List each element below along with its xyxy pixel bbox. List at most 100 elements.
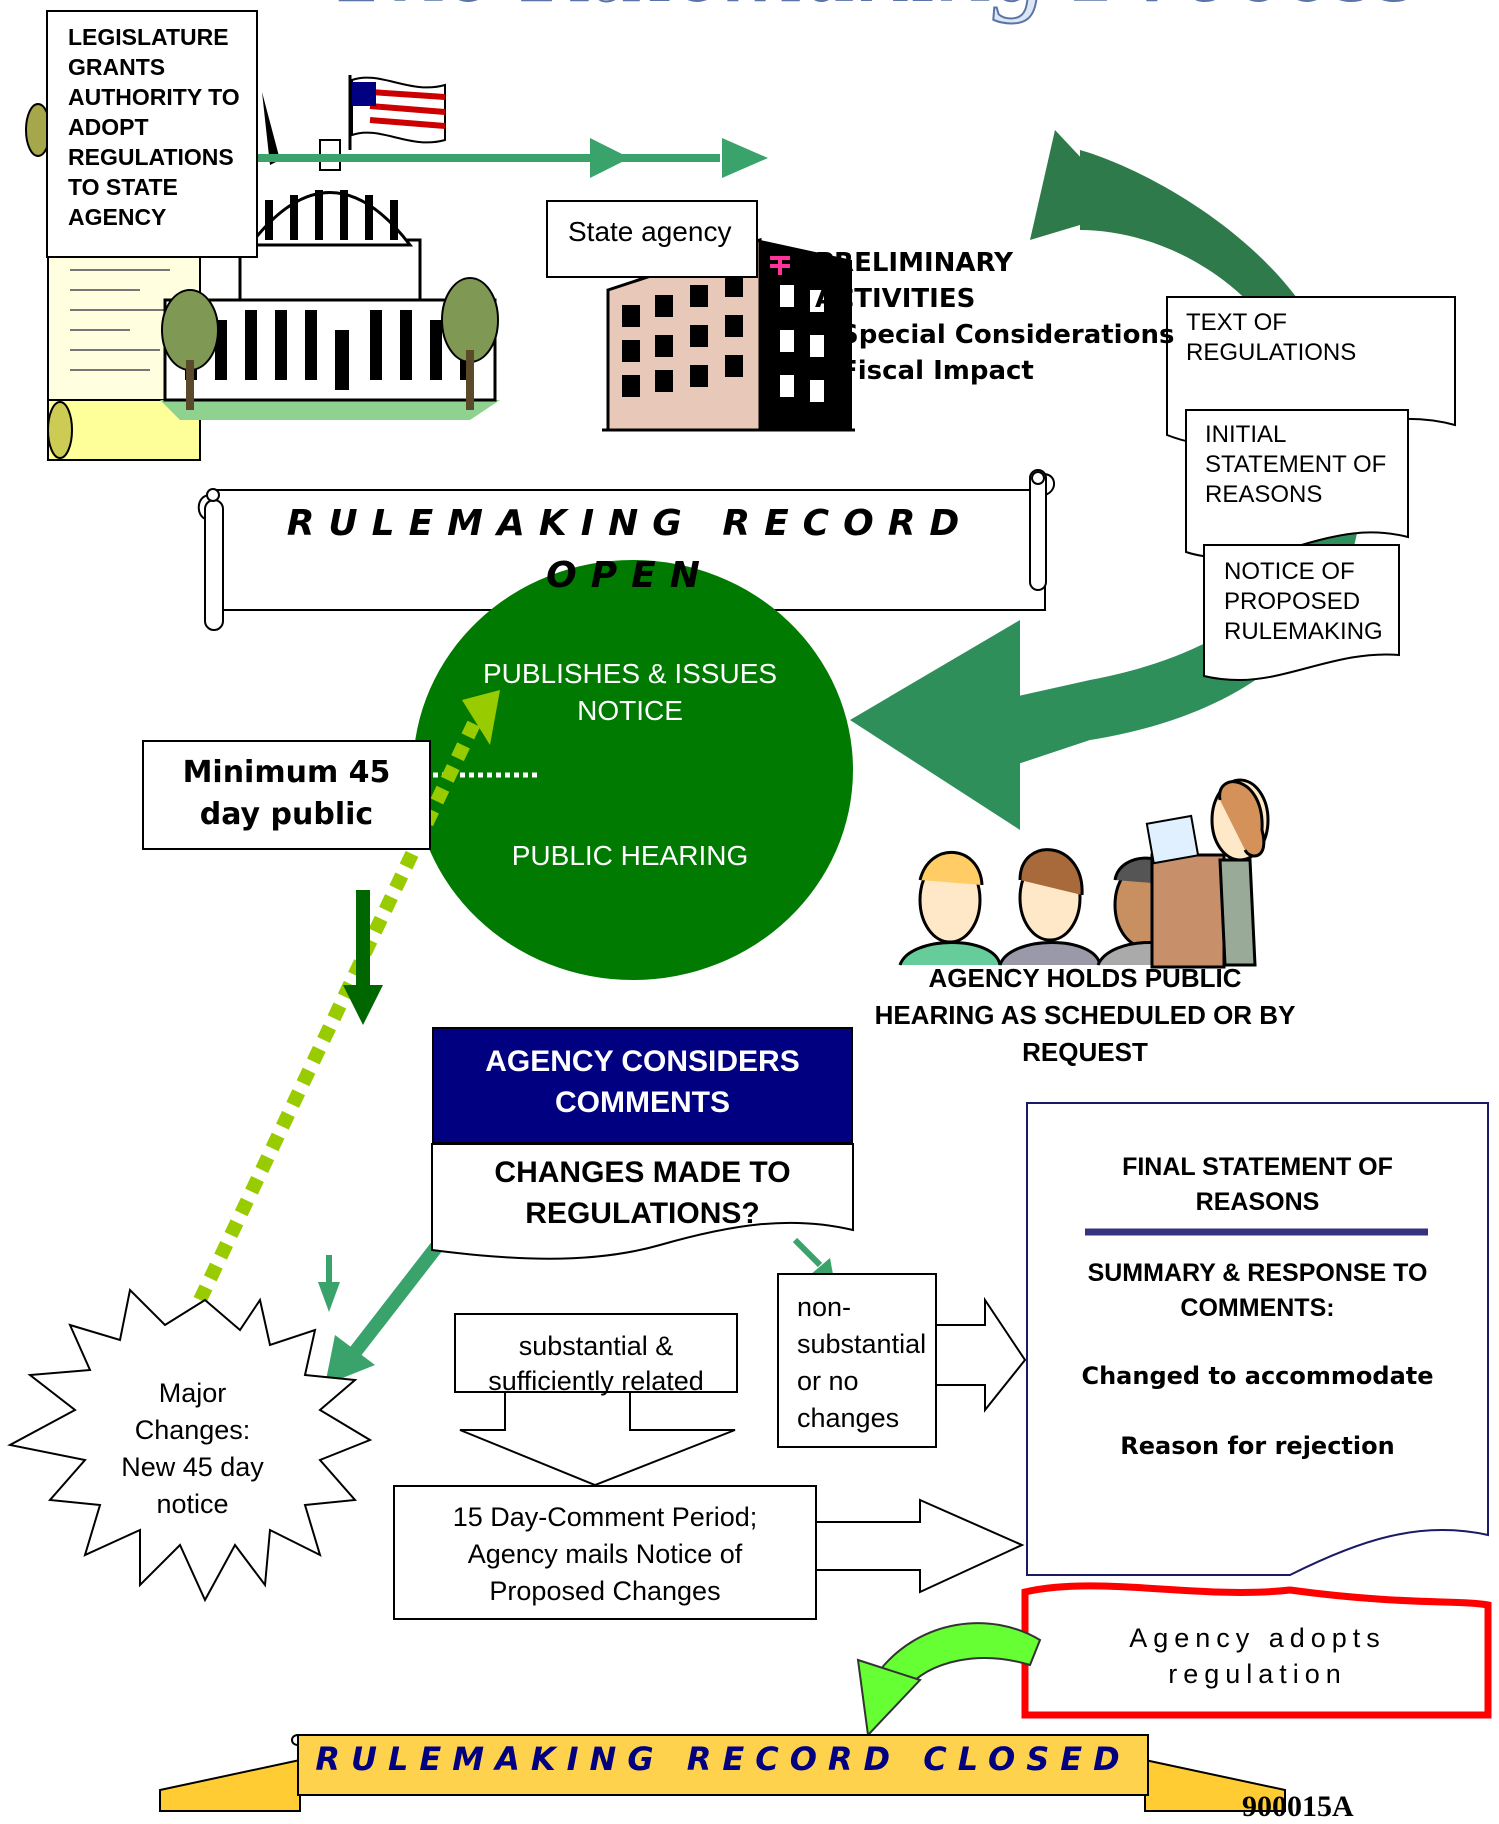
public-hearing-text: PUBLIC HEARING — [430, 840, 830, 872]
dark-green-down-arrow — [343, 890, 383, 1025]
nonsubstantial-box: non- substantial or no changes — [777, 1273, 937, 1448]
considers-header-line: COMMENTS — [555, 1086, 730, 1119]
record-closed-title: RULEMAKING RECORD CLOSED — [300, 1740, 1146, 1778]
preliminary-item: Fiscal Impact — [840, 356, 1034, 386]
legislature-line: REGULATIONS — [68, 144, 234, 170]
doc-initial-statement: INITIAL STATEMENT OF REASONS — [1205, 420, 1386, 510]
state-agency-label: State agency — [546, 200, 758, 278]
legislature-line: AGENCY — [68, 204, 167, 230]
circle-bottom: PUBLIC HEARING — [511, 840, 749, 871]
legislature-line: LEGISLATURE — [68, 24, 229, 50]
doc-notice-of-proposed: NOTICE OF PROPOSED RULEMAKING — [1224, 557, 1383, 647]
new-notice-arrowhead — [462, 690, 500, 745]
summary-response: SUMMARY & RESPONSE TO COMMENTS: — [1030, 1256, 1485, 1326]
major-line: notice — [156, 1489, 229, 1519]
substantial-line: sufficiently related — [488, 1366, 704, 1396]
new-notice-dashed-arrow — [193, 711, 485, 1304]
doc-number-text: 900015A — [1242, 1790, 1354, 1823]
final-heading-line: REASONS — [1195, 1188, 1320, 1216]
question-line: CHANGES MADE TO — [494, 1156, 791, 1189]
hearing-caption: AGENCY HOLDS PUBLIC HEARING AS SCHEDULED… — [845, 960, 1325, 1071]
document-stack — [1166, 296, 1456, 682]
doc-line: TEXT OF — [1186, 309, 1287, 336]
major-changes-starburst — [7, 1287, 373, 1603]
preliminary-heading: PRELIMINARY — [815, 248, 1013, 278]
fifteen-day-line: Agency mails Notice of — [467, 1539, 743, 1569]
reason-for-rejection: Reason for rejection — [1030, 1432, 1485, 1460]
authority-arrow — [255, 138, 768, 178]
doc-line: STATEMENT OF — [1205, 451, 1387, 478]
question-line: REGULATIONS? — [525, 1197, 760, 1230]
doc-line: INITIAL — [1205, 421, 1287, 448]
considers-comments-header: AGENCY CONSIDERS COMMENTS — [432, 1027, 853, 1144]
major-line: Major — [158, 1378, 227, 1408]
considers-header-line: AGENCY CONSIDERS — [485, 1045, 800, 1078]
legislature-line: AUTHORITY TO — [68, 84, 240, 110]
summary-line: SUMMARY & RESPONSE TO — [1087, 1259, 1428, 1287]
substantial-line: substantial & — [518, 1331, 674, 1361]
major-line: Changes: — [134, 1415, 251, 1445]
item2: Reason for rejection — [1120, 1432, 1395, 1460]
record-open-line2: OPEN — [546, 555, 714, 596]
final-statement-heading: FINAL STATEMENT OF REASONS — [1030, 1150, 1485, 1220]
fifteen-day-line: Proposed Changes — [489, 1576, 721, 1606]
final-statement-document — [1026, 1102, 1489, 1576]
major-line: New 45 day — [121, 1452, 264, 1482]
minimum-line: Minimum 45 — [182, 755, 391, 790]
doc-number: 900015A — [1242, 1790, 1354, 1824]
nonsubstantial-line: substantial — [797, 1329, 927, 1359]
changes-question: CHANGES MADE TO REGULATIONS? — [432, 1152, 853, 1234]
legislature-line: ADOPT — [68, 114, 149, 140]
considers-box-wave — [431, 1143, 854, 1260]
legislature-line: GRANTS — [68, 54, 166, 80]
substantial-down-arrow — [459, 1392, 736, 1487]
fifteen-day-box: 15 Day-Comment Period; Agency mails Noti… — [393, 1485, 817, 1620]
hearing-caption-line: AGENCY HOLDS PUBLIC — [928, 963, 1242, 993]
small-down-arrow — [318, 1255, 340, 1312]
record-closed-text: RULEMAKING RECORD CLOSED — [315, 1740, 1131, 1778]
fifteen-day-line: 15 Day-Comment Period; — [452, 1502, 758, 1532]
final-heading-line: FINAL STATEMENT OF — [1122, 1153, 1393, 1181]
hearing-caption-line: HEARING AS SCHEDULED OR BY — [874, 1000, 1296, 1030]
legislature-line: TO STATE — [68, 174, 178, 200]
record-open-title: RULEMAKING RECORD OPEN — [230, 498, 1030, 602]
adopts-line: Agency adopts — [1129, 1623, 1386, 1653]
adopts-box-border — [1021, 1582, 1492, 1719]
doc-line: NOTICE OF — [1224, 558, 1355, 585]
legislature-box: LEGISLATURE GRANTS AUTHORITY TO ADOPT RE… — [46, 10, 258, 258]
nonsubstantial-line: non- — [797, 1292, 852, 1322]
hearing-caption-line: REQUEST — [1022, 1037, 1148, 1067]
nonsubstantial-line: or no — [797, 1366, 859, 1396]
doc-text-of-regulations: TEXT OF REGULATIONS — [1186, 308, 1356, 368]
pointer-wedge — [262, 92, 280, 165]
doc-line: RULEMAKING — [1224, 618, 1383, 645]
preliminary-heading: ACTIVITIES — [815, 284, 976, 314]
summary-line: COMMENTS: — [1180, 1294, 1335, 1322]
major-change-arrow — [325, 1240, 444, 1385]
preliminary-item: Special Considerations — [840, 320, 1175, 350]
minimum-line: day public — [199, 797, 374, 832]
state-agency-text: State agency — [568, 216, 732, 247]
record-closed-ribbon — [159, 1734, 1286, 1812]
preliminary-activities: PRELIMINARY ACTIVITIES Special Considera… — [815, 245, 1174, 389]
circle-top-line: NOTICE — [577, 695, 683, 726]
major-changes-text: Major Changes: New 45 day notice — [100, 1375, 285, 1523]
doc-line: REASONS — [1205, 481, 1323, 508]
substantial-box: substantial & sufficiently related — [454, 1313, 738, 1396]
nonsubstantial-line: changes — [797, 1403, 900, 1433]
publishes-notice-text: PUBLISHES & ISSUES NOTICE — [430, 655, 830, 729]
adopts-line: regulation — [1168, 1659, 1347, 1689]
circle-top-line: PUBLISHES & ISSUES — [482, 658, 778, 689]
fifteen-day-right-arrow — [817, 1498, 1025, 1594]
doc-line: PROPOSED — [1224, 588, 1361, 615]
nonsubstantial-right-arrow — [935, 1296, 1027, 1413]
agency-adopts-text: Agency adopts regulation — [1030, 1620, 1485, 1692]
record-open-line1: RULEMAKING RECORD — [286, 503, 974, 544]
title-text: The Rulemaking Process — [330, 0, 1420, 24]
publish-hearing-circle — [413, 560, 853, 980]
item1: Changed to accommodate — [1081, 1362, 1434, 1390]
changed-to-accommodate: Changed to accommodate — [1030, 1362, 1485, 1390]
office-building-icon — [602, 237, 855, 432]
capitol-building-icon — [160, 75, 500, 420]
doc-line: REGULATIONS — [1186, 339, 1357, 366]
